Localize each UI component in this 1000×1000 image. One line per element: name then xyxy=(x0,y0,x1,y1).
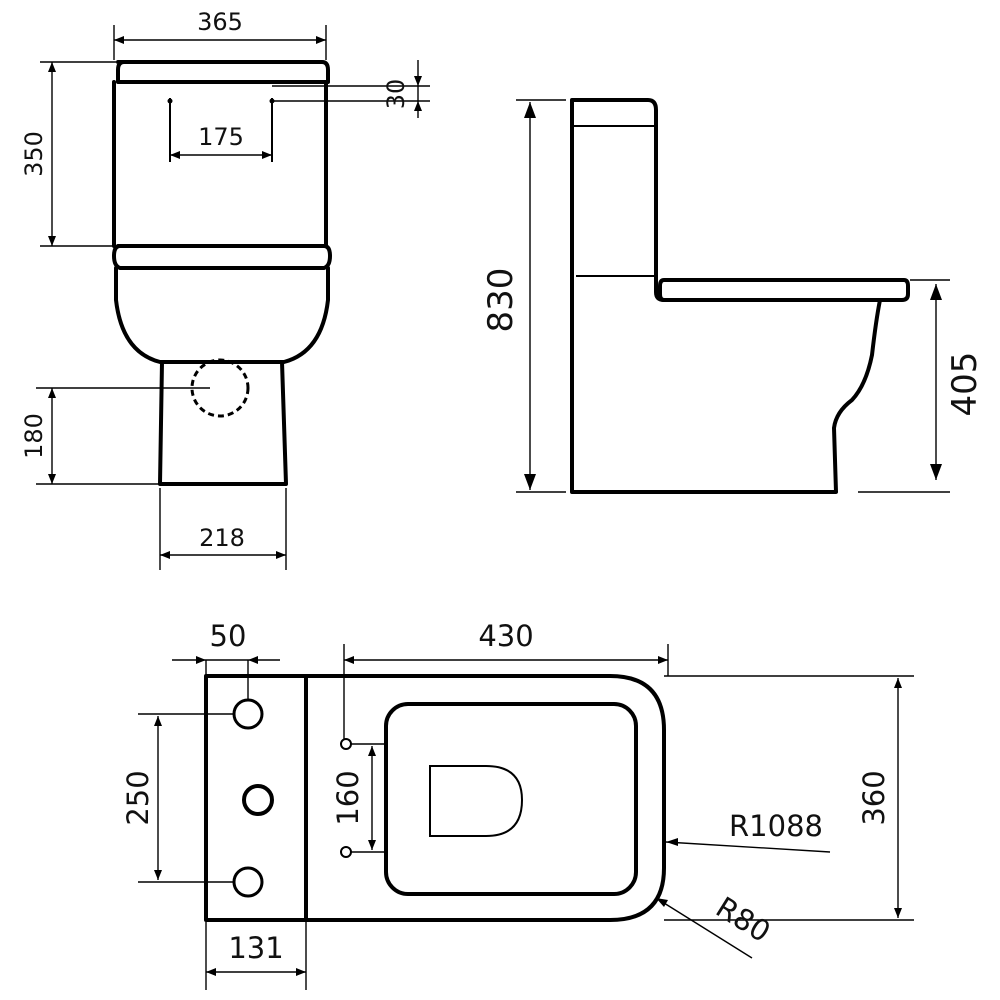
dim-830-label: 830 xyxy=(481,268,521,333)
radius-r1088-label: R1088 xyxy=(729,809,823,843)
dim-218-label: 218 xyxy=(199,524,245,552)
front-outlet-circle xyxy=(190,358,250,418)
top-hole-lower xyxy=(232,866,264,898)
front-pedestal xyxy=(158,360,288,486)
top-view: 50 430 250 160 360 R1088 R80 xyxy=(121,619,914,990)
leader-r1088-arrow xyxy=(666,838,678,846)
dim-350-label: 350 xyxy=(20,131,48,177)
top-hole-upper xyxy=(232,698,264,730)
top-seat xyxy=(384,702,638,896)
leader-r1088 xyxy=(665,841,831,853)
front-view: 365 175 30 350 180 218 xyxy=(20,8,430,570)
dim-30-arrows xyxy=(414,76,422,111)
side-seat xyxy=(658,278,910,302)
top-fixing-upper xyxy=(340,738,352,750)
top-tank xyxy=(204,674,308,922)
dim-180-label: 180 xyxy=(20,413,48,459)
radius-r80-label: R80 xyxy=(710,890,776,949)
dim-131-label: 131 xyxy=(228,931,283,965)
dim-131-arrows xyxy=(206,968,306,976)
top-bowl-outline xyxy=(304,674,666,922)
top-fixing-lower xyxy=(340,846,352,858)
dim-180-arrows xyxy=(48,388,56,484)
dim-50-label: 50 xyxy=(210,619,247,653)
front-bowl-band xyxy=(112,244,332,270)
dim-360-label: 360 xyxy=(857,770,891,825)
leader-r80-arrow xyxy=(656,898,668,907)
top-bowl-opening xyxy=(429,765,524,837)
dim-365-label: 365 xyxy=(197,8,243,36)
dim-405-label: 405 xyxy=(945,352,985,417)
dim-250-label: 250 xyxy=(121,770,155,825)
leader-r80 xyxy=(655,897,753,959)
front-hole-left-dot xyxy=(167,98,173,104)
dim-175-label: 175 xyxy=(198,123,244,151)
dim-160-label: 160 xyxy=(331,770,365,825)
front-tank-body xyxy=(112,80,328,248)
front-bowl xyxy=(114,266,330,364)
dim-430-label: 430 xyxy=(478,619,533,653)
dim-30-label: 30 xyxy=(382,79,410,110)
side-outline xyxy=(570,98,882,494)
top-hole-middle xyxy=(242,784,274,816)
side-view: 830 405 xyxy=(481,98,985,494)
front-tank-outline xyxy=(116,60,330,84)
